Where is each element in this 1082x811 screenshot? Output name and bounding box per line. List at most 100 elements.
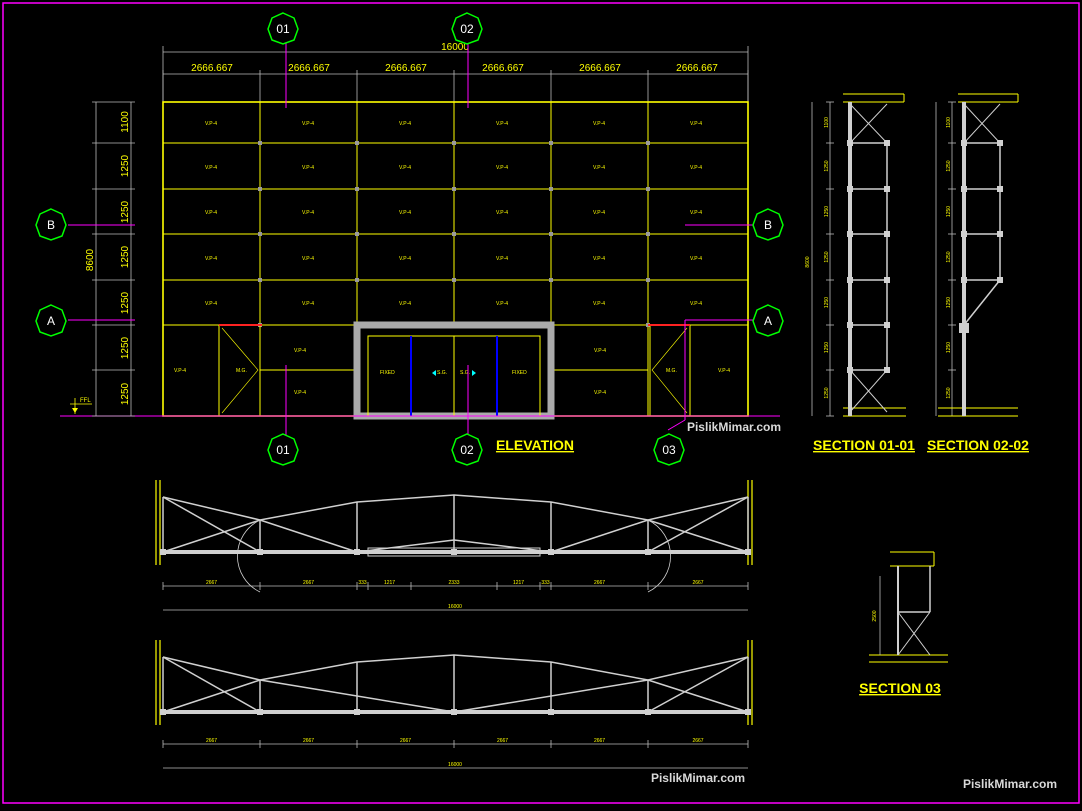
plan2-dim: 2667 <box>497 738 508 744</box>
elevation-view: 16000 2666.667 2666.667 2666.667 2666.66… <box>35 12 784 466</box>
panel-tag: V.P-4 <box>399 256 411 262</box>
plan1-dim: 2667 <box>692 580 703 586</box>
panel-tag: V.P-4 <box>399 121 411 127</box>
plan1-dim: 1217 <box>384 580 395 586</box>
panel-tag: V.P-4 <box>496 256 508 262</box>
row-height-7: 1250 <box>120 382 131 405</box>
svg-text:B: B <box>47 218 55 232</box>
grid-bubble-left-B: B <box>35 208 67 241</box>
row-height-5: 1250 <box>120 291 131 314</box>
right-door-tag: M.G. <box>666 368 677 374</box>
grid-bubble-bottom-03: 03 <box>653 433 685 466</box>
panel-tag: V.P-4 <box>302 121 314 127</box>
panel-tag: V.P-4 <box>496 165 508 171</box>
grid-bubble-bottom-02: 02 <box>451 433 483 466</box>
grid-bubble-top-02: 02 <box>451 12 483 45</box>
panel-tag: V.P-4 <box>294 390 306 396</box>
panel-tag: V.P-4 <box>690 256 702 262</box>
panel-tag: V.P-4 <box>399 210 411 216</box>
panel-tag: V.P-4 <box>690 301 702 307</box>
svg-text:01: 01 <box>276 443 290 457</box>
bay-width-5: 2666.667 <box>579 63 621 74</box>
section-dim: 1250 <box>946 342 952 353</box>
panel-tag: V.P-4 <box>174 368 186 374</box>
plan1-dim: 2333 <box>448 580 459 586</box>
svg-text:A: A <box>47 314 55 328</box>
svg-text:01: 01 <box>276 22 290 36</box>
panel-tag: V.P-4 <box>399 165 411 171</box>
plan1-dim: 333 <box>358 580 367 586</box>
section3-height: 2500 <box>872 610 878 621</box>
section-dim: 1250 <box>946 206 952 217</box>
plan2-dim: 2667 <box>303 738 314 744</box>
panel-tag: V.P-4 <box>593 301 605 307</box>
watermark-elevation: PislikMimar.com <box>687 420 781 434</box>
plan1-dim: 2667 <box>303 580 314 586</box>
panel-tag: V.P-4 <box>205 165 217 171</box>
panel-tag: V.P-4 <box>205 121 217 127</box>
section-dim: 1250 <box>824 342 830 353</box>
elevation-total-height: 8600 <box>85 248 96 271</box>
section-dim: 1250 <box>824 387 830 398</box>
section-dim: 1250 <box>946 297 952 308</box>
panel-tag: V.P-4 <box>690 210 702 216</box>
panel-tag: V.P-4 <box>718 368 730 374</box>
section-dim: 1250 <box>824 251 830 262</box>
sliding-leaf-left: S.G. <box>437 370 447 376</box>
plan2-dim: 2667 <box>400 738 411 744</box>
panel-tag: V.P-4 <box>302 301 314 307</box>
panel-tag: V.P-4 <box>593 210 605 216</box>
panel-tag: V.P-4 <box>593 121 605 127</box>
bay-width-2: 2666.667 <box>288 63 330 74</box>
panel-tag: V.P-4 <box>205 210 217 216</box>
fixed-panel-left: FIXED <box>380 370 395 376</box>
bay-width-6: 2666.667 <box>676 63 718 74</box>
elevation-title: ELEVATION <box>496 437 574 453</box>
section-dim: 1250 <box>946 160 952 171</box>
grid-bubble-bottom-01: 01 <box>267 433 299 466</box>
panel-tag: V.P-4 <box>594 390 606 396</box>
sliding-leaf-right: S.G. <box>460 370 470 376</box>
row-height-4: 1250 <box>120 245 131 268</box>
plan1-dim: 2667 <box>594 580 605 586</box>
svg-text:B: B <box>764 218 772 232</box>
section1-total-height: 8600 <box>805 256 811 267</box>
row-height-1: 1100 <box>120 111 131 133</box>
elevation-total-width: 16000 <box>441 42 469 53</box>
plan2-dim: 2667 <box>594 738 605 744</box>
plan2-dim: 2667 <box>206 738 217 744</box>
panel-tag: V.P-4 <box>205 301 217 307</box>
panel-tag: V.P-4 <box>690 121 702 127</box>
svg-text:02: 02 <box>460 22 474 36</box>
section-02-title: SECTION 02-02 <box>927 437 1029 453</box>
panel-tag: V.P-4 <box>302 210 314 216</box>
grid-bubble-top-01: 01 <box>267 12 299 45</box>
section-03-title: SECTION 03 <box>859 680 941 696</box>
bay-width-4: 2666.667 <box>482 63 524 74</box>
panel-tag: V.P-4 <box>496 121 508 127</box>
svg-text:A: A <box>764 314 772 328</box>
panel-tag: V.P-4 <box>594 348 606 354</box>
section-01-title: SECTION 01-01 <box>813 437 915 453</box>
plan1-dim: 2667 <box>206 580 217 586</box>
plan1-total: 16000 <box>448 604 462 610</box>
left-door-tag: M.G. <box>236 368 247 374</box>
row-height-3: 1250 <box>120 200 131 223</box>
plan1-dim: 333 <box>541 580 550 586</box>
panel-tag: V.P-4 <box>593 165 605 171</box>
svg-text:02: 02 <box>460 443 474 457</box>
section-dim: 1250 <box>824 160 830 171</box>
plan2-dim: 2667 <box>692 738 703 744</box>
panel-tag: V.P-4 <box>399 301 411 307</box>
panel-tag: V.P-4 <box>496 301 508 307</box>
section-03-view: 2500 SECTION 03 <box>859 551 948 696</box>
panel-tag: V.P-4 <box>593 256 605 262</box>
bay-width-3: 2666.667 <box>385 63 427 74</box>
grid-bubble-right-A: A <box>752 304 784 337</box>
